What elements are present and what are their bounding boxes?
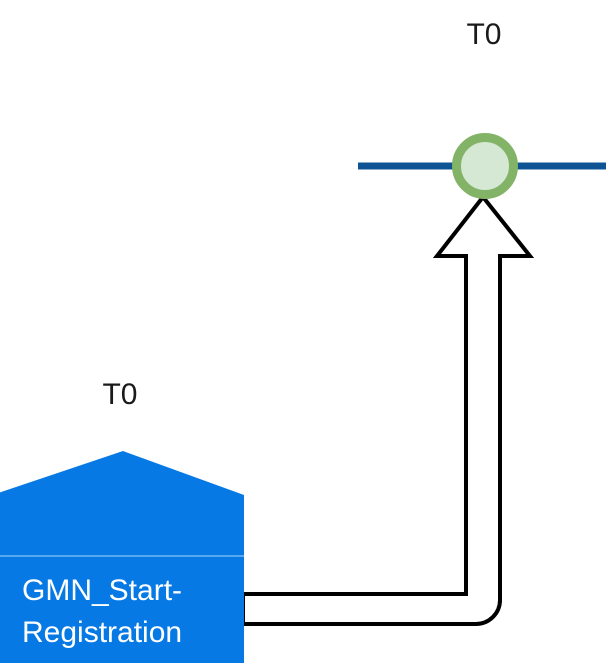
- connector-block-arrow[interactable]: [241, 193, 535, 626]
- start-event-label-line1: GMN_Start-: [22, 574, 182, 607]
- start-event-label-line2: Registration: [22, 616, 182, 649]
- start-event-time-label: T0: [102, 378, 137, 411]
- intermediate-event-circle[interactable]: [452, 133, 518, 199]
- intermediate-event-node[interactable]: [452, 133, 518, 199]
- start-event-node[interactable]: GMN_Start- Registration: [0, 451, 244, 663]
- intermediate-event-time-label: T0: [466, 18, 501, 51]
